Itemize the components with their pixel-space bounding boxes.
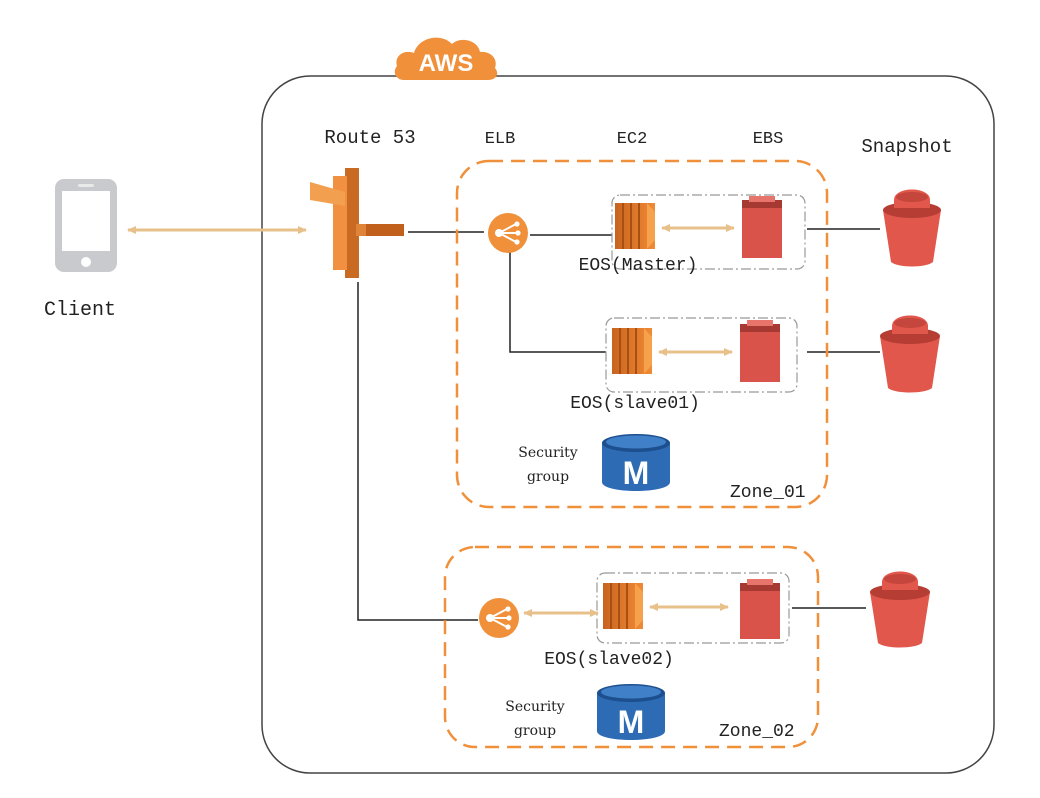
elb-icon-zone-02 bbox=[479, 598, 519, 638]
security-group-label-zone-01-line1: Security bbox=[518, 445, 578, 461]
connection-lines bbox=[357, 228, 880, 621]
instance-group-slave02 bbox=[596, 572, 790, 644]
route53-icon bbox=[310, 168, 404, 278]
security-group-label-zone-02-line1: Security bbox=[505, 699, 565, 715]
security-group-label-zone-02-line2: group bbox=[514, 723, 556, 739]
security-group-label-zone-01-line2: group bbox=[527, 469, 569, 485]
route53-label: Route 53 bbox=[324, 127, 415, 149]
snapshot-bucket-icon-2 bbox=[880, 315, 940, 393]
instance-group-master bbox=[611, 194, 806, 270]
aws-label: AWS bbox=[419, 50, 474, 77]
snapshot-label: Snapshot bbox=[861, 136, 952, 158]
snapshot-bucket-icon-3 bbox=[870, 571, 930, 648]
instance-label-slave02: EOS(slave02) bbox=[544, 650, 674, 670]
instance-group-slave01 bbox=[605, 317, 798, 393]
zone-01-boundary bbox=[455, 159, 829, 509]
ec2-icon-slave02 bbox=[603, 583, 643, 629]
client-phone-icon bbox=[55, 179, 117, 272]
ebs-volume-slave01 bbox=[740, 320, 780, 382]
security-group-icon-zone-02: M bbox=[597, 684, 665, 740]
aws-cloud-boundary bbox=[261, 75, 995, 774]
aws-cloud-icon: AWS bbox=[394, 37, 498, 80]
security-group-icon-zone-01: M bbox=[602, 434, 670, 491]
instance-label-master: EOS(Master) bbox=[579, 256, 698, 276]
ebs-label: EBS bbox=[753, 130, 784, 149]
ec2-label: EC2 bbox=[617, 130, 648, 149]
instance-label-slave01: EOS(slave01) bbox=[570, 394, 700, 414]
client-label: Client bbox=[44, 299, 116, 322]
ec2-icon-master bbox=[615, 203, 655, 249]
zone-01-label: Zone_01 bbox=[730, 483, 806, 503]
svg-text:M: M bbox=[618, 704, 645, 740]
elb-label: ELB bbox=[485, 130, 516, 149]
elb-icon-zone-01 bbox=[488, 213, 528, 253]
ebs-volume-master bbox=[742, 196, 782, 258]
zone-02-label: Zone_02 bbox=[719, 722, 795, 742]
ec2-icon-slave01 bbox=[612, 328, 652, 374]
svg-text:M: M bbox=[623, 455, 650, 491]
snapshot-bucket-icon-1 bbox=[883, 189, 941, 267]
ebs-volume-slave02 bbox=[740, 579, 780, 639]
zone-02-boundary bbox=[443, 545, 820, 749]
